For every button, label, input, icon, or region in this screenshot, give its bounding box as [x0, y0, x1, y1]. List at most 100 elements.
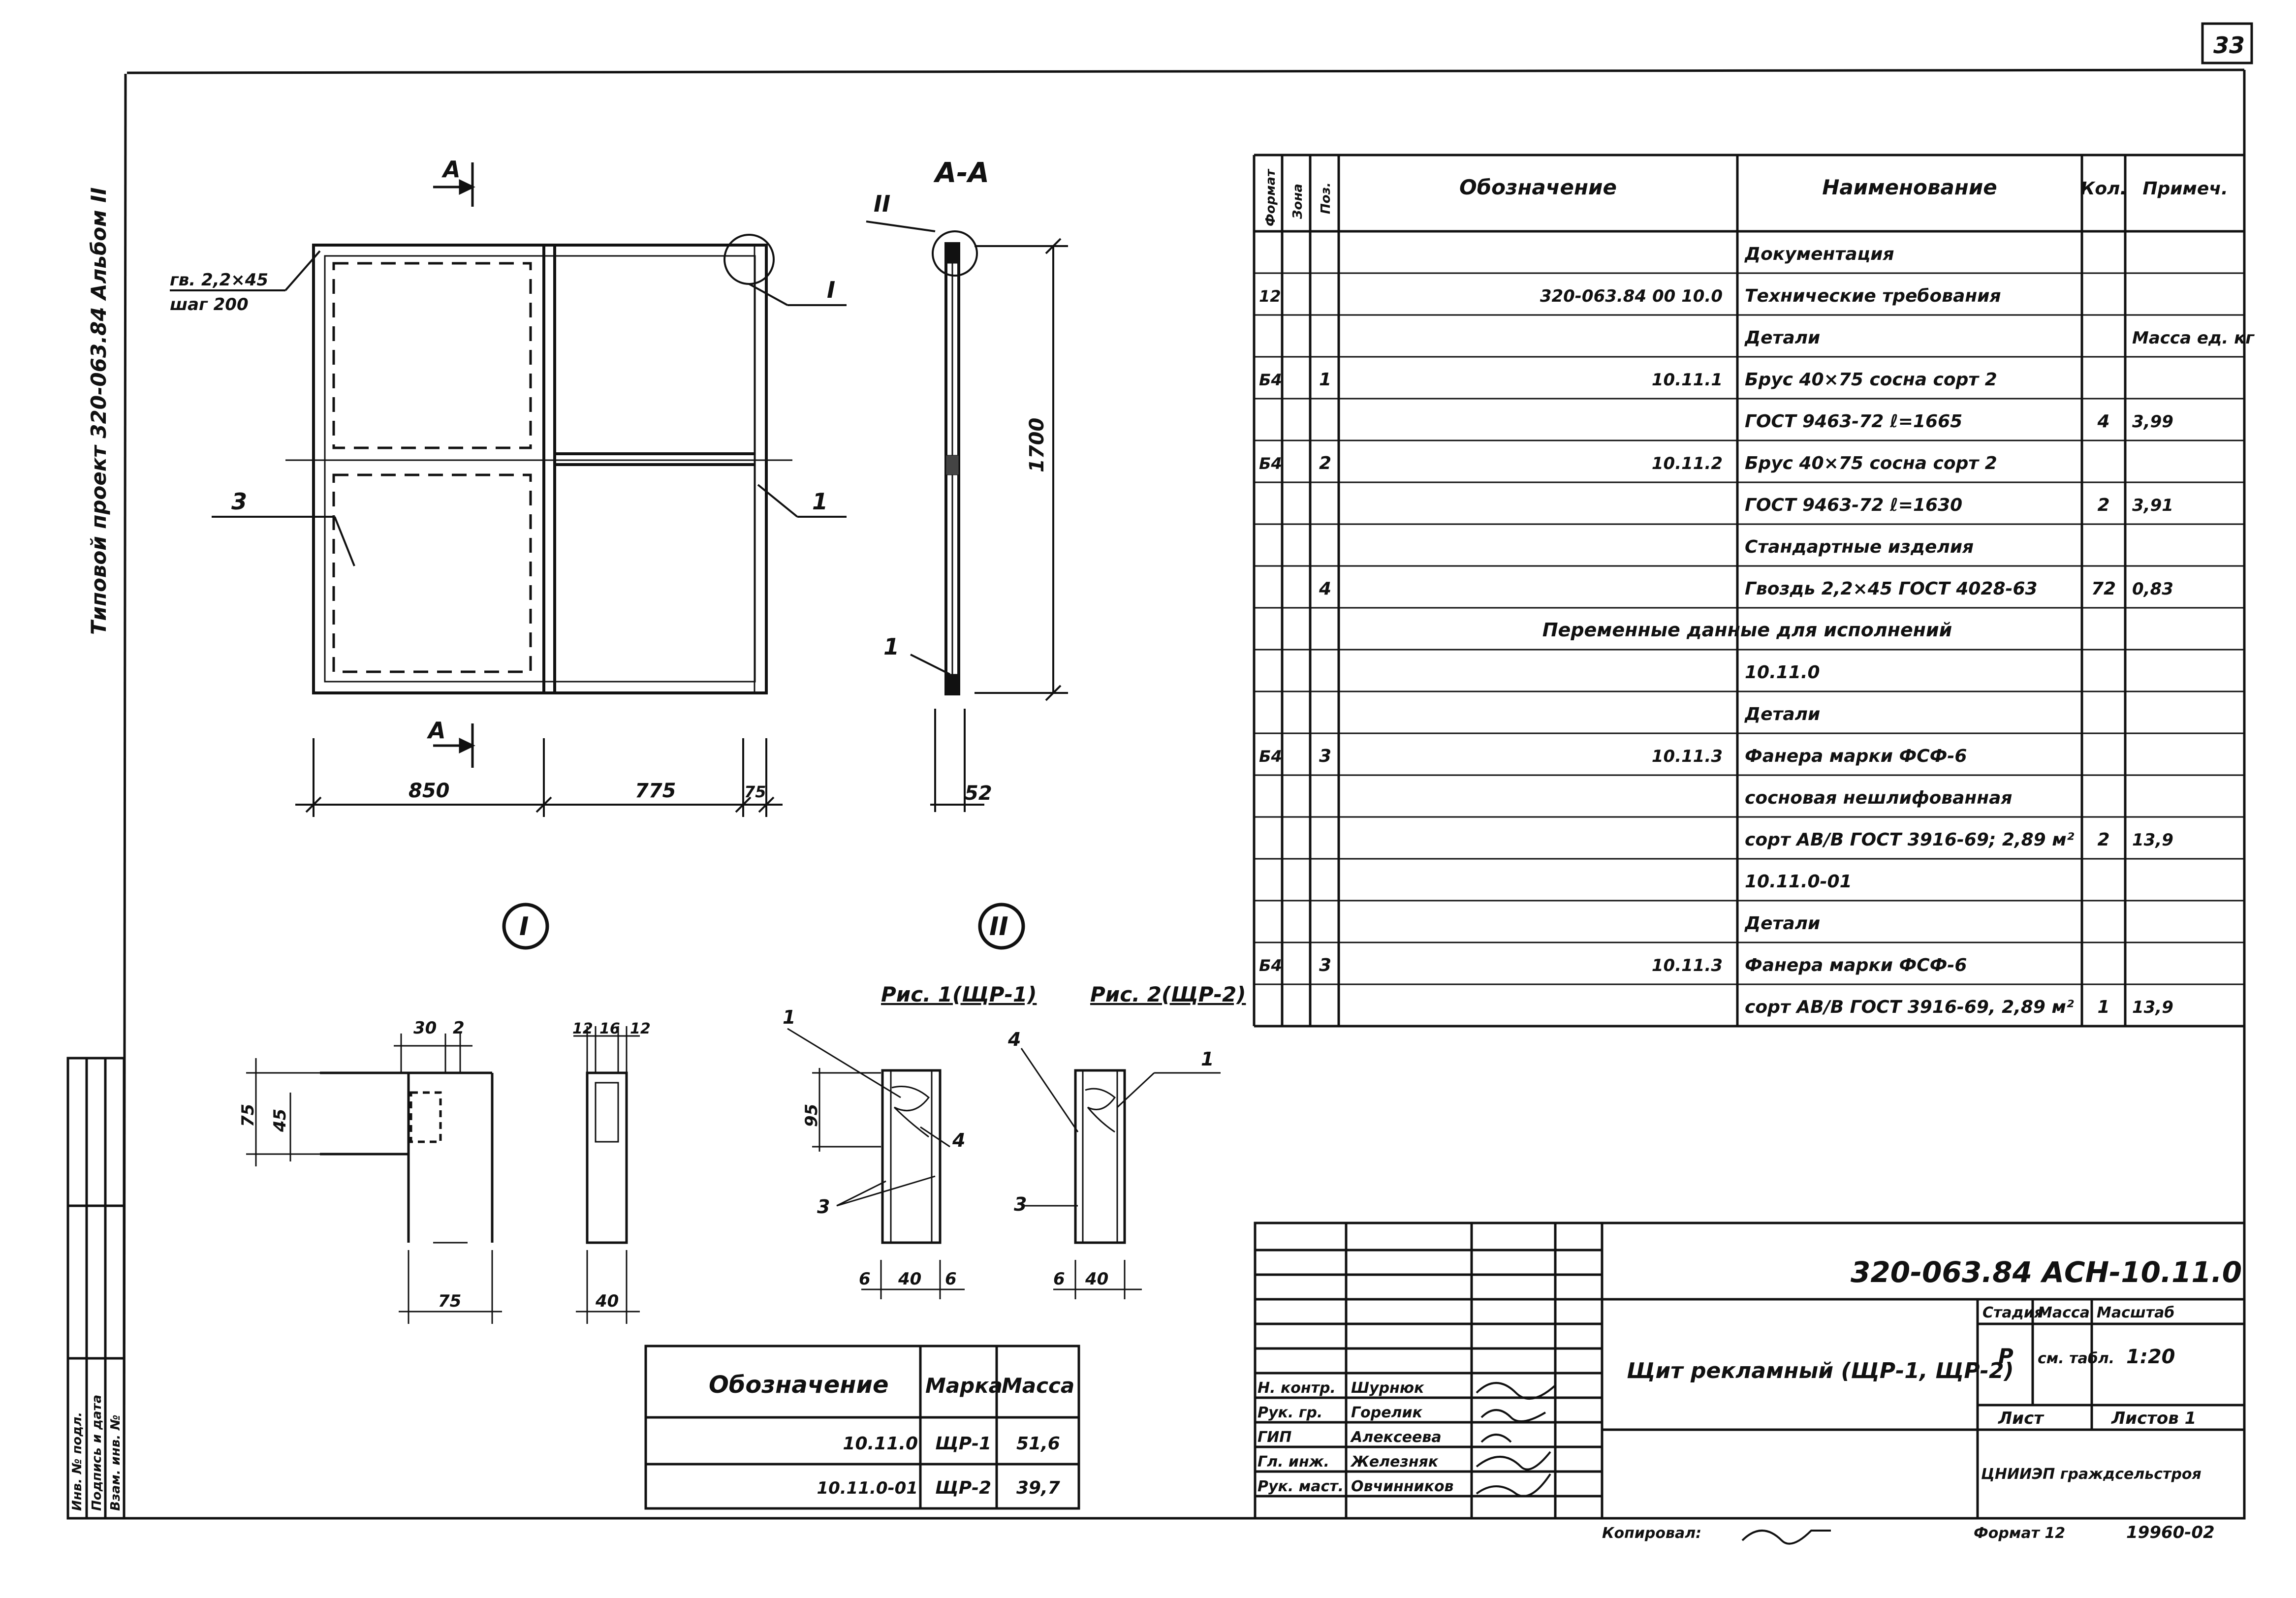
- spec-cell-format: Б4: [1259, 747, 1282, 766]
- spec-cell-name: Брус 40×75 сосна сорт 2: [1745, 453, 1997, 473]
- mass-row-1-designation: 10.11.0: [843, 1434, 918, 1454]
- spec-cell-name: ГОСТ 9463-72 ℓ=1630: [1745, 495, 1962, 515]
- node-i-label: I: [519, 912, 529, 941]
- spec-cell-designation: 10.11.1: [1652, 370, 1723, 390]
- spec-cell-name: 10.11.0-01: [1745, 872, 1852, 892]
- dim-16: 16: [599, 1020, 620, 1037]
- spec-cell-note: Масса ед. кг: [2132, 328, 2255, 348]
- specification-table: [1253, 154, 2246, 1028]
- archive-number: 19960-02: [2126, 1523, 2215, 1542]
- title-block: [1254, 1222, 2246, 1520]
- dim-40-fig1: 40: [898, 1269, 921, 1289]
- spec-cell-designation: 10.11.2: [1652, 454, 1723, 473]
- dim-40-fig2: 40: [1085, 1269, 1108, 1289]
- spec-cell-name: сорт АВ/В ГОСТ 3916-69, 2,89 м²: [1745, 997, 2074, 1017]
- role-label-2: Рук. гр.: [1258, 1404, 1322, 1421]
- spec-cell-position: 3: [1319, 746, 1331, 766]
- title-block-code: 320-063.84 АСН-10.11.0: [1851, 1255, 2242, 1289]
- spec-cell-position: 2: [1319, 453, 1331, 473]
- dim-12-right: 12: [630, 1020, 651, 1037]
- spec-cell-designation: 320-063.84 00 10.0: [1540, 286, 1723, 306]
- callout-pos-1: 1: [812, 488, 828, 515]
- title-block-title: Щит рекламный (ЩР-1, ЩР-2): [1627, 1358, 2014, 1383]
- spec-cell-designation: 10.11.3: [1652, 956, 1723, 975]
- dim-2: 2: [453, 1018, 465, 1038]
- spec-cell-name: Детали: [1744, 913, 1820, 934]
- spec-cell-name: Фанера марки ФСФ-6: [1745, 955, 1967, 975]
- spec-cell-name: Документация: [1744, 244, 1894, 264]
- mass-row-1-mass: 51,6: [1016, 1434, 1060, 1454]
- nail-note-line-1: гв. 2,2×45: [170, 270, 268, 290]
- detail-drawings: [246, 1026, 1221, 1324]
- title-block-scale-header: Масштаб: [2097, 1304, 2174, 1321]
- title-block-sheet: Лист: [1998, 1409, 2044, 1428]
- callout-pos-1-section: 1: [883, 633, 899, 660]
- mass-row-2-mark: ЩР-2: [935, 1478, 991, 1498]
- mass-row-2-designation: 10.11.0-01: [817, 1478, 918, 1498]
- title-block-mass-header: Масса: [2038, 1304, 2090, 1321]
- side-cell-signature: Подпись и дата: [90, 1395, 104, 1511]
- spec-cell-name: Стандартные изделия: [1745, 537, 1974, 557]
- side-cell-inventory: Инв. № подл.: [70, 1412, 85, 1511]
- spec-cell-format: 12: [1259, 287, 1281, 306]
- spec-cell-format: Б4: [1259, 371, 1282, 389]
- spec-cell-name: Детали: [1744, 704, 1820, 724]
- title-block-sheets: Листов 1: [2111, 1409, 2196, 1428]
- fig1-callout-3: 3: [817, 1196, 830, 1218]
- signatures: [1476, 1382, 1831, 1545]
- title-block-organization: ЦНИИЭП граждсельстроя: [1981, 1466, 2202, 1483]
- section-aa-view: [866, 220, 1068, 812]
- mass-table: [644, 1345, 1080, 1510]
- spec-cell-format: Б4: [1259, 956, 1282, 975]
- spec-cell-quantity: 72: [2091, 579, 2116, 599]
- spec-cell-note: 0,83: [2132, 579, 2173, 599]
- spec-header-quantity: Кол.: [2080, 179, 2127, 199]
- spec-cell-quantity: 1: [2097, 997, 2109, 1017]
- spec-header-position: Поз.: [1319, 182, 1333, 214]
- spec-cell-position: 4: [1319, 579, 1331, 599]
- spec-cell-name: Технические требования: [1745, 286, 2001, 306]
- mass-row-2-mass: 39,7: [1016, 1478, 1060, 1498]
- spec-cell-quantity: 2: [2097, 495, 2109, 515]
- mass-table-header-mark: Марка: [925, 1374, 1003, 1398]
- dim-1700: 1700: [1026, 418, 1048, 472]
- section-mark-a-top: А: [441, 156, 461, 183]
- spec-cell-note: 13,9: [2132, 830, 2173, 850]
- title-block-stage: Р: [1998, 1344, 2013, 1368]
- copied-by-label: Копировал:: [1602, 1525, 1701, 1542]
- callout-node-ii: II: [874, 190, 890, 217]
- spec-header-zone: Зона: [1290, 184, 1305, 219]
- role-label-4: Гл. инж.: [1258, 1453, 1329, 1471]
- nail-note-line-2: шаг 200: [170, 295, 249, 314]
- spec-cell-format: Б4: [1259, 454, 1282, 473]
- node-ii-label: II: [989, 912, 1008, 941]
- spec-cell-designation: 10.11.3: [1652, 747, 1723, 766]
- fig1-callout-1: 1: [783, 1006, 795, 1028]
- dim-75-vertical: 75: [238, 1104, 258, 1127]
- spec-cell-name: 10.11.0: [1745, 662, 1820, 683]
- spec-cell-name: Гвоздь 2,2×45 ГОСТ 4028-63: [1745, 579, 2038, 599]
- role-label-5: Рук. маст.: [1258, 1478, 1344, 1495]
- figure-2-title: Рис. 2(ЩР-2): [1090, 982, 1246, 1006]
- mass-table-header-mass: Масса: [1002, 1374, 1074, 1398]
- spec-cell-position: 3: [1319, 955, 1331, 975]
- dim-6-fig1-right: 6: [945, 1269, 957, 1289]
- dim-775: 775: [635, 780, 676, 802]
- dim-95: 95: [802, 1104, 821, 1127]
- format-label: Формат 12: [1974, 1525, 2065, 1542]
- section-mark-a-bottom: А: [427, 717, 446, 744]
- dim-6-fig1-left: 6: [859, 1269, 871, 1289]
- spec-header-designation: Обозначение: [1459, 175, 1617, 199]
- fig2-callout-1: 1: [1201, 1048, 1214, 1070]
- spec-cell-quantity: 4: [2097, 411, 2109, 432]
- callout-node-i: I: [827, 277, 835, 303]
- fig2-callout-3: 3: [1014, 1193, 1027, 1215]
- role-name-4: Железняк: [1350, 1453, 1439, 1471]
- spec-cell-note: 3,91: [2132, 496, 2173, 515]
- spec-cell-name: сорт АВ/В ГОСТ 3916-69; 2,89 м²: [1745, 830, 2075, 850]
- dim-52: 52: [965, 782, 992, 805]
- role-label-1: Н. контр.: [1258, 1379, 1336, 1397]
- section-view-title: А-А: [933, 157, 989, 189]
